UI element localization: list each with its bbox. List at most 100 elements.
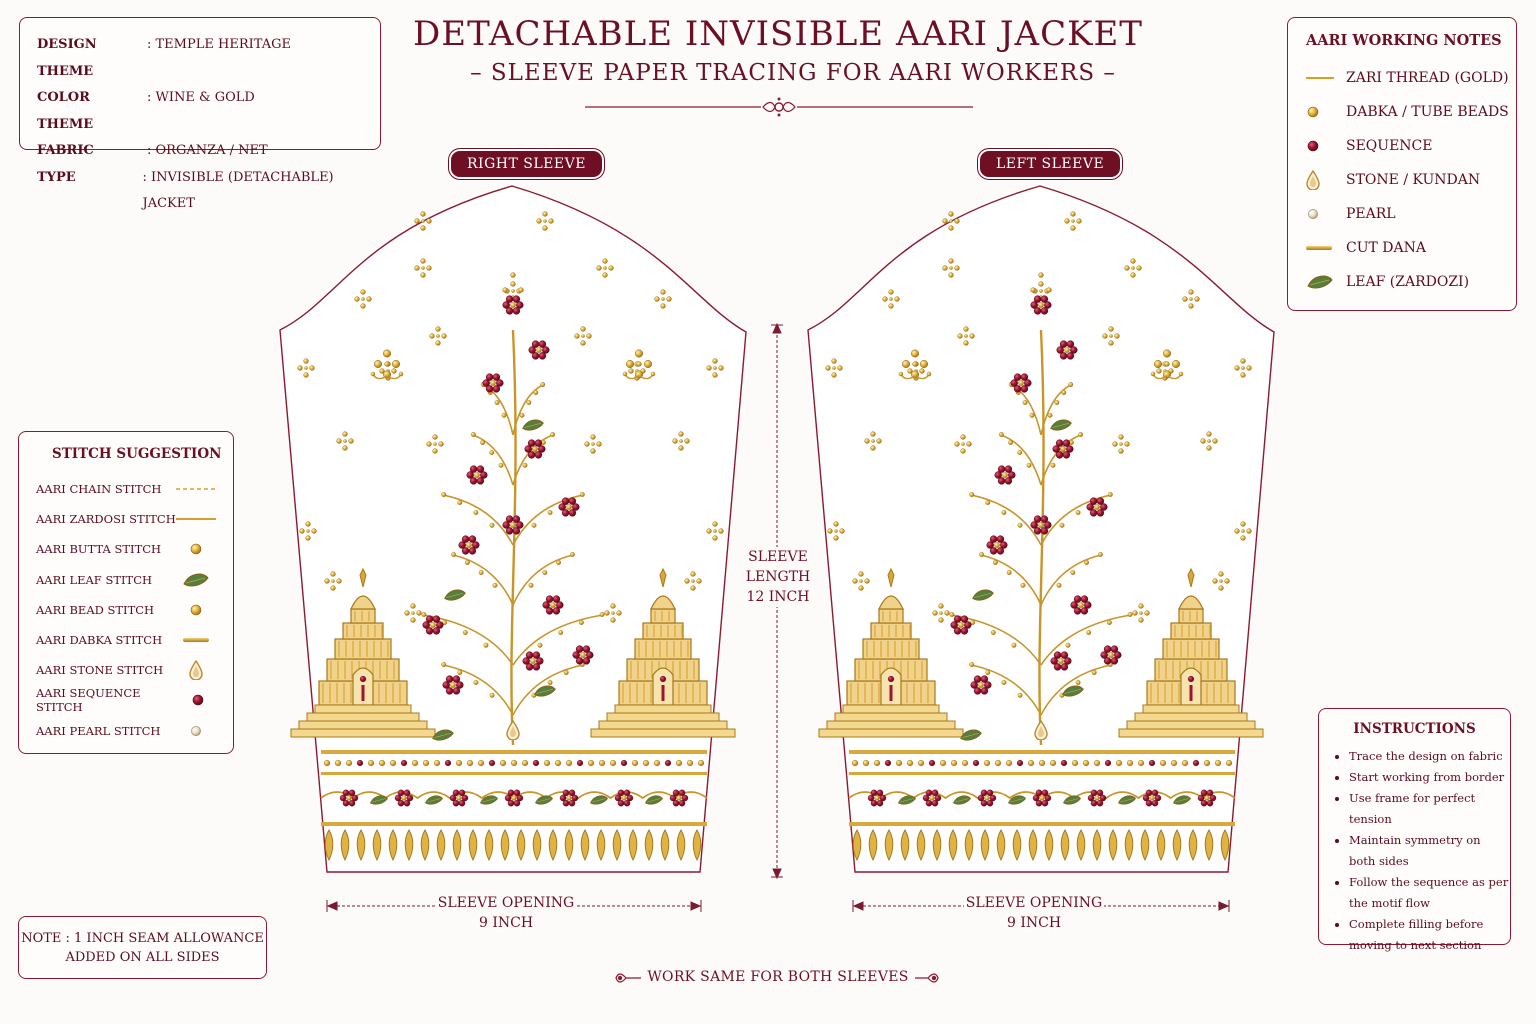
wine-petal	[425, 615, 434, 623]
wine-petal	[513, 799, 521, 807]
gold-bead	[1011, 642, 1017, 648]
gold-bead	[510, 281, 516, 287]
gold-bead-icon	[1306, 105, 1346, 119]
gold-bead	[1001, 510, 1007, 515]
stitch-label: AARI CHAIN STITCH	[36, 482, 162, 497]
wine-petal	[1030, 301, 1038, 309]
gold-bead	[1138, 617, 1144, 623]
green-leaf-icon	[1306, 274, 1346, 290]
butta-motif-icon	[370, 349, 404, 380]
butta-motif-icon	[932, 603, 950, 623]
wine-flower-icon	[559, 789, 579, 807]
gold-bead	[1150, 371, 1156, 377]
gold-bead	[912, 361, 918, 367]
stitch-label: AARI DABKA STITCH	[36, 633, 163, 648]
design-info-label: FABRIC	[37, 143, 94, 158]
border-bead	[455, 759, 463, 767]
wine-petal	[1066, 445, 1074, 453]
butta-motif-icon	[957, 326, 975, 346]
gold-bead	[1071, 219, 1075, 223]
butta-motif-icon	[584, 434, 602, 454]
gold-bead	[324, 578, 330, 584]
butta-motif-icon	[1234, 358, 1252, 378]
gold-bead	[939, 611, 943, 615]
wine-petal	[403, 799, 411, 807]
wine-petal	[496, 379, 504, 387]
gold-bead	[473, 680, 479, 685]
border-bead	[532, 759, 540, 767]
stitch-row: AARI BEAD STITCH	[36, 595, 216, 625]
gold-center	[474, 472, 480, 478]
gold-bead	[911, 370, 919, 379]
stitch-label: AARI LEAF STITCH	[36, 572, 153, 587]
wine-petal	[1200, 789, 1208, 797]
butta-motif-icon	[596, 258, 614, 278]
wine-petal	[986, 799, 994, 807]
wine-petal	[970, 681, 978, 689]
gold-bead	[1154, 360, 1162, 368]
border-bead	[488, 759, 496, 767]
gold-bead	[426, 441, 432, 447]
gold-bead	[416, 610, 422, 616]
gold-bead	[1162, 375, 1168, 381]
gold-bead	[379, 368, 385, 374]
gold-bead	[331, 579, 335, 583]
wine-petal	[617, 799, 625, 807]
gold-bead	[348, 438, 354, 444]
wine-petal	[1020, 385, 1029, 393]
border-bead	[1038, 759, 1046, 767]
gold-bead	[536, 218, 542, 224]
gold-bead	[1001, 680, 1007, 685]
gold-bead	[1136, 265, 1142, 271]
wine-petal	[507, 789, 515, 797]
wine-petal	[925, 789, 933, 797]
butta-motif-icon	[852, 571, 870, 591]
gold-bead	[596, 265, 602, 271]
gold-bead	[537, 642, 543, 648]
wine-petal	[669, 794, 677, 802]
gold-bead	[611, 611, 615, 615]
wine-sequin-icon	[179, 693, 216, 707]
wine-petal	[452, 675, 461, 683]
green-leaf	[898, 795, 916, 805]
gold-center	[1064, 347, 1070, 353]
butta-motif-icon	[672, 431, 690, 451]
border-bead	[1148, 759, 1156, 767]
gold-bead	[1119, 442, 1123, 446]
design-info-label: TYPE	[37, 169, 76, 185]
wine-petal	[672, 799, 680, 807]
temple-gopuram-icon	[590, 567, 736, 738]
gold-bead	[949, 219, 953, 223]
gold-center	[1204, 795, 1210, 801]
gold-bead	[563, 500, 569, 505]
gold-center	[1094, 795, 1100, 801]
gold-bead	[985, 500, 991, 505]
gold-bead	[1241, 366, 1245, 370]
gold-bead	[579, 662, 585, 667]
gold-bead	[569, 552, 575, 557]
wine-flower-icon	[1087, 789, 1107, 807]
border-bead	[609, 759, 617, 767]
wine-flower-icon	[339, 789, 359, 807]
butta-motif-icon	[628, 361, 646, 381]
wine-petal	[1154, 794, 1162, 802]
green-leaf	[522, 419, 544, 431]
gold-bead	[1162, 361, 1168, 367]
wine-petal	[512, 515, 521, 523]
wine-petal	[997, 477, 1006, 485]
wine-petal	[502, 301, 510, 309]
gold-bead	[960, 448, 966, 454]
gold-bead	[501, 412, 507, 418]
wine-petal	[512, 307, 521, 315]
gold-bead	[1038, 272, 1044, 278]
gold-bead	[1030, 287, 1036, 293]
gold-bead	[498, 462, 504, 468]
border-bead	[367, 759, 375, 767]
gold-bead	[1163, 349, 1171, 358]
wine-petal	[542, 346, 550, 354]
gold-bead	[297, 365, 303, 371]
wine-petal	[678, 789, 686, 797]
gold-bead	[451, 552, 457, 557]
wine-petal	[561, 509, 570, 517]
wine-petal	[1044, 521, 1052, 529]
